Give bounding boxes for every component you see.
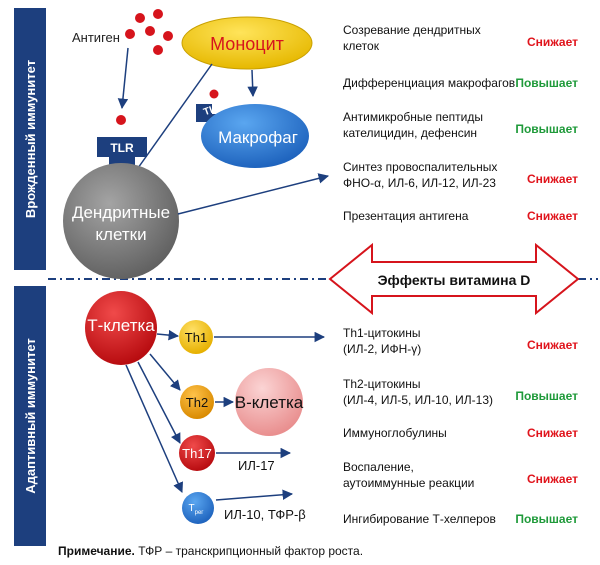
effect-label-line2: клеток	[343, 39, 380, 53]
t-to-th2-arrow	[149, 353, 181, 391]
effect-label: Антимикробные пептиды	[343, 110, 483, 124]
footnote-bold: Примечание.	[58, 544, 135, 558]
th1-cell	[179, 320, 213, 354]
effect-row: Антимикробные пептиды кателицидин, дефенс…	[343, 110, 578, 140]
effect-row: Презентация антигена Снижает	[343, 209, 578, 223]
th17-label: Th17	[182, 446, 212, 461]
antigen-particles	[125, 9, 173, 55]
monocyte-to-macrophage-arrow	[247, 69, 258, 98]
effect-label: Дифференциация макрофагов	[343, 76, 515, 90]
effect-label-line2: аутоиммунные реакции	[343, 476, 474, 490]
effect-label: Созревание дендритных	[343, 23, 481, 37]
effect-row: Th2-цитокины (ИЛ-4, ИЛ-5, ИЛ-10, ИЛ-13) По…	[343, 377, 578, 407]
macrophage-antigen	[209, 89, 219, 99]
innate-sidebar	[14, 8, 46, 270]
t-cell-label: Т-клетка	[87, 316, 155, 335]
effect-status: Повышает	[515, 389, 578, 403]
effect-status: Снижает	[527, 209, 578, 223]
effect-label: Th2-цитокины	[343, 377, 421, 391]
macrophage-cell	[201, 104, 309, 168]
footnote-text: ТФР – транскрипционный фактор роста.	[135, 544, 363, 558]
effect-status: Снижает	[527, 35, 578, 49]
adaptive-sidebar	[14, 286, 46, 546]
antigen-label: Антиген	[72, 30, 120, 45]
th17-cell	[179, 435, 215, 471]
vitamin-d-effects-label: Эффекты витамина D	[378, 272, 531, 288]
t-to-th1-arrow	[156, 329, 180, 341]
footnote: Примечание. ТФР – транскрипционный факто…	[58, 544, 363, 558]
th2-label: Th2	[186, 395, 208, 410]
effect-label-line2: ФНО-α, ИЛ-6, ИЛ-12, ИЛ-23	[343, 176, 496, 190]
treg-arrow	[215, 489, 294, 501]
effect-row: Воспаление, аутоиммунные реакции Снижает	[343, 460, 578, 490]
effect-label: Th1-цитокины	[343, 326, 421, 340]
macrophage-label: Макрофаг	[218, 128, 298, 147]
effect-status: Снижает	[527, 172, 578, 186]
il10-tgf-label: ИЛ-10, ТФР-β	[224, 507, 306, 522]
effect-row: Созревание дендритных клеток Снижает	[343, 23, 578, 53]
effect-row: Ингибирование Т-хелперов Повышает	[343, 512, 578, 526]
dendritic-label-line2: клетки	[95, 225, 146, 244]
effect-label-line2: (ИЛ-4, ИЛ-5, ИЛ-10, ИЛ-13)	[343, 393, 493, 407]
effect-row: Иммуноглобулины Снижает	[343, 426, 578, 440]
th2-cell	[180, 385, 214, 419]
t-to-treg-arrow	[125, 364, 183, 493]
effect-status: Повышает	[515, 76, 578, 90]
effect-status: Повышает	[515, 122, 578, 136]
monocyte-label: Моноцит	[210, 34, 284, 54]
effect-label: Иммуноглобулины	[343, 426, 447, 440]
effect-label-line2: (ИЛ-2, ИФН-γ)	[343, 342, 421, 356]
effect-label: Синтез провоспалительных	[343, 160, 497, 174]
adaptive-sidebar-label: Адаптивный иммунитет	[23, 338, 38, 494]
innate-sidebar-label: Врожденный иммунитет	[23, 60, 38, 218]
effect-status: Повышает	[515, 512, 578, 526]
antigen-bound	[116, 115, 126, 125]
th1-label: Th1	[185, 330, 207, 345]
dendritic-tlr-label: TLR	[110, 141, 134, 155]
monocyte-to-dendritic-line	[137, 63, 213, 169]
effect-row: Th1-цитокины (ИЛ-2, ИФН-γ) Снижает	[343, 326, 578, 356]
vitamin-d-effects-arrow	[328, 242, 580, 316]
t-cell	[85, 291, 157, 365]
effect-label: Ингибирование Т-хелперов	[343, 512, 496, 526]
effect-label: Презентация антигена	[343, 209, 469, 223]
dendritic-cell	[63, 163, 179, 279]
b-cell-label: В-клетка	[235, 393, 304, 412]
treg-label: T	[189, 503, 195, 514]
svg-text:Tрег: Tрег	[189, 503, 205, 516]
t-to-th17-arrow	[137, 361, 181, 444]
il17-label: ИЛ-17	[238, 458, 275, 473]
monocyte-cell	[181, 16, 313, 70]
effect-status: Снижает	[527, 338, 578, 352]
effect-label: Воспаление,	[343, 460, 414, 474]
treg-cell	[182, 492, 214, 524]
b-cell	[235, 368, 303, 436]
effect-status: Снижает	[527, 426, 578, 440]
effect-label-line2: кателицидин, дефенсин	[343, 126, 477, 140]
effect-status: Снижает	[527, 472, 578, 486]
dendritic-label-line1: Дендритные	[72, 203, 170, 222]
treg-subscript: рег	[195, 510, 205, 516]
antigen-arrow	[117, 47, 129, 110]
dendritic-to-effects-arrow	[177, 173, 330, 215]
